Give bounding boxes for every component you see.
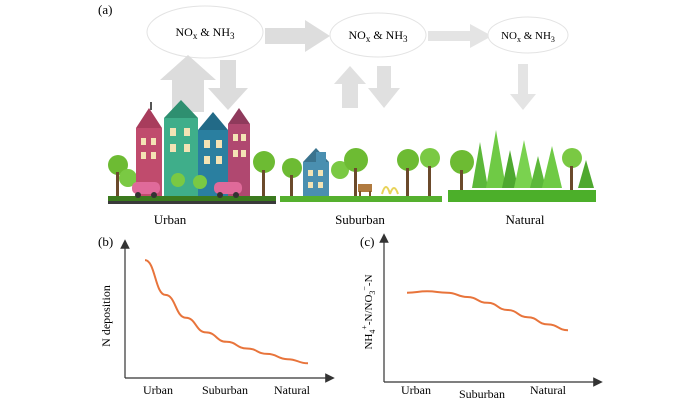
deposition-down-arrow-icon [208, 60, 248, 110]
natural-scene-illustration [450, 130, 594, 190]
emission-up-arrow-icon [160, 55, 216, 112]
emission-cloud-urban [146, 5, 264, 59]
panel-a-label: (a) [98, 2, 112, 17]
chart-c-y-label: NH4+-N/NO3−-N [360, 274, 377, 349]
chart-b-y-label: N deposition [99, 285, 113, 347]
zone-label-urban: Urban [154, 212, 187, 227]
urban-road [108, 201, 276, 204]
chart-c-curve [406, 290, 569, 332]
flow-arrow-right-icon [265, 20, 330, 52]
urban-ground [108, 196, 276, 202]
deposition-down-arrow-icon [510, 64, 536, 110]
chart-b-tick-suburban: Suburban [202, 383, 248, 397]
panel-c-label: (c) [360, 234, 374, 249]
cloud-label-natural: NOx & NH3 [501, 30, 555, 44]
urban-scene-illustration [108, 100, 275, 198]
chart-b-tick-natural: Natural [274, 383, 311, 397]
natural-ground [448, 190, 596, 202]
chart-b-curve [144, 259, 309, 365]
panel-b-label: (b) [98, 234, 113, 249]
cloud-label-suburban: NOx & NH3 [348, 28, 408, 44]
chart-c-tick-suburban: Suburban [459, 387, 505, 401]
flow-arrow-right-icon [428, 24, 492, 48]
chart-c-tick-urban: Urban [401, 383, 431, 397]
chart-c-tick-natural: Natural [530, 383, 567, 397]
zone-label-natural: Natural [506, 212, 545, 227]
chart-b-tick-urban: Urban [143, 383, 173, 397]
emission-cloud-suburban [329, 12, 427, 58]
deposition-down-arrow-icon [368, 66, 400, 108]
suburban-scene-illustration [282, 148, 440, 196]
zone-label-suburban: Suburban [335, 212, 385, 227]
suburban-ground [280, 196, 442, 202]
emission-cloud-natural [487, 16, 569, 54]
cloud-label-urban: NOx & NH3 [175, 25, 235, 41]
emission-up-arrow-icon [334, 66, 366, 108]
